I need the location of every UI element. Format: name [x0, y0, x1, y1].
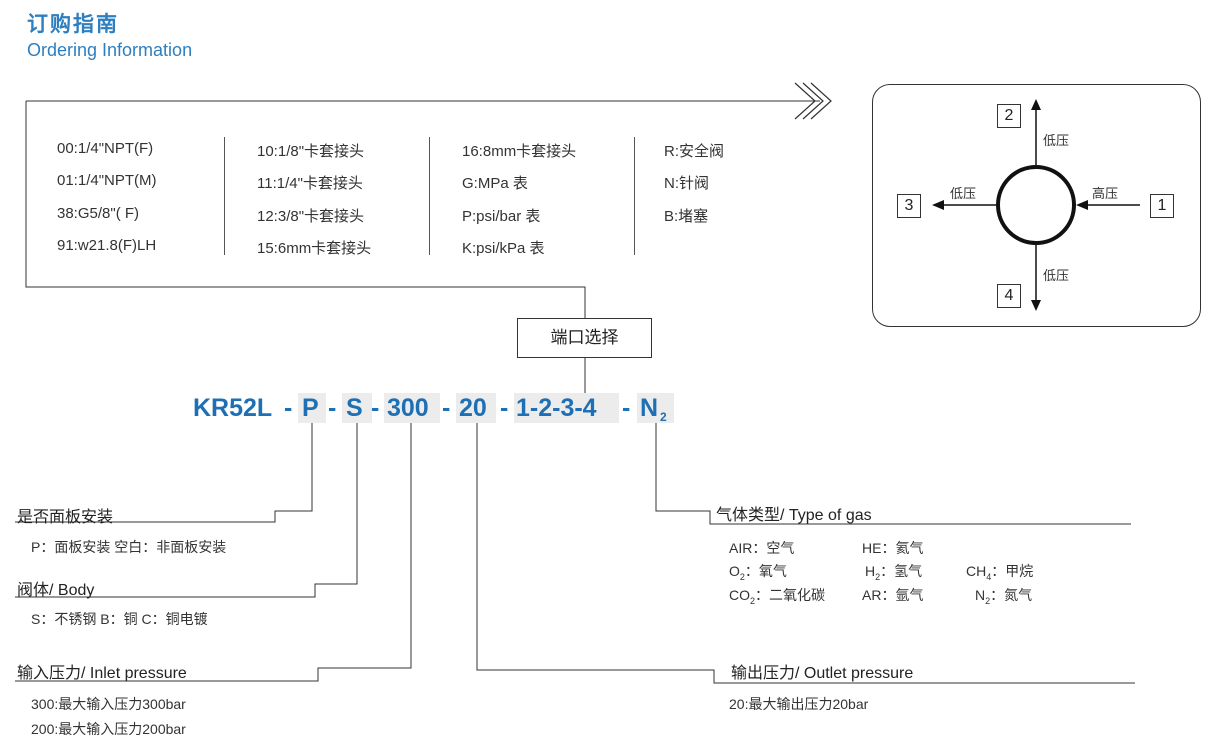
gas-air: AIR：空气: [729, 540, 795, 556]
arrow-chevron-icon: [794, 82, 832, 120]
gas-co2: CO2：二氧化碳: [729, 587, 826, 606]
low-pressure-label-bottom: 低压: [1043, 269, 1070, 284]
ports-diagram-graphic: [932, 99, 1140, 311]
code-dash: -: [371, 394, 380, 422]
option-item: 01:1/4"NPT(M): [57, 172, 157, 189]
code-dash: -: [500, 394, 509, 422]
code-ports: 1-2-3-4: [516, 394, 597, 422]
port-3-box: 3: [897, 194, 921, 218]
port-2-box: 2: [997, 104, 1021, 128]
gas-section-title: 气体类型/ Type of gas: [716, 507, 872, 524]
code-dash: -: [622, 394, 631, 422]
panel-section-title: 是否面板安装: [17, 509, 114, 526]
column-divider: [429, 137, 430, 255]
code-highlight: [637, 393, 674, 423]
inlet-section-text: 200:最大输入压力200bar: [31, 721, 186, 737]
arrow-up-icon: [1031, 99, 1041, 110]
code-inlet: 300: [387, 394, 429, 422]
code-highlight: [384, 393, 440, 423]
body-section-text: S：不锈钢 B：铜 C：铜电镀: [31, 611, 208, 627]
code-base: KR52L: [193, 394, 273, 422]
code-body: S: [346, 394, 363, 422]
gas-ar: AR：氩气: [862, 587, 924, 603]
code-dash: -: [284, 394, 293, 422]
page-title-en: Ordering Information: [27, 40, 193, 60]
option-item: 11:1/4"卡套接头: [257, 175, 363, 192]
option-item: 38:G5/8"( F): [57, 205, 140, 222]
option-item: 15:6mm卡套接头: [257, 240, 372, 257]
code-highlight: [298, 393, 326, 423]
code-dash: -: [328, 394, 337, 422]
gas-o2: O2：氧气: [729, 563, 787, 582]
code-dash: -: [442, 394, 451, 422]
column-divider: [634, 137, 635, 255]
arrow-down-icon: [1031, 300, 1041, 311]
arrow-left-icon: [932, 200, 944, 210]
option-item: K:psi/kPa 表: [462, 240, 545, 257]
outlet-section-text: 20:最大输出压力20bar: [729, 696, 869, 712]
port-selection-label: 端口选择: [517, 318, 652, 358]
option-item: P:psi/bar 表: [462, 208, 541, 225]
option-item: R:安全阀: [664, 143, 725, 160]
inlet-section-title: 输入压力/ Inlet pressure: [17, 665, 187, 682]
valve-body-circle: [996, 165, 1076, 245]
body-section-title: 阀体/ Body: [17, 582, 95, 599]
port-1-box: 1: [1150, 194, 1174, 218]
gas-he: HE：氦气: [862, 540, 924, 556]
option-item: 00:1/4"NPT(F): [57, 140, 154, 157]
page-title-cn: 订购指南: [27, 12, 119, 36]
port-4-box: 4: [997, 284, 1021, 308]
option-item: 91:w21.8(F)LH: [57, 237, 157, 254]
low-pressure-label-top: 低压: [1043, 134, 1070, 149]
high-pressure-label: 高压: [1092, 187, 1119, 202]
code-outlet: 20: [459, 394, 487, 422]
gas-ch4: CH4：甲烷: [966, 563, 1034, 582]
code-highlight: [514, 393, 619, 423]
arrow-inlet-icon: [1076, 200, 1088, 210]
inlet-section-text: 300:最大输入压力300bar: [31, 696, 186, 712]
code-gas: N: [640, 394, 659, 422]
gas-h2: H2：氢气: [865, 563, 923, 582]
gas-n2: N2：氮气: [975, 587, 1033, 606]
code-highlight: [342, 393, 372, 423]
option-item: 12:3/8"卡套接头: [257, 208, 365, 225]
column-divider: [224, 137, 225, 255]
option-item: G:MPa 表: [462, 175, 528, 192]
option-item: 16:8mm卡套接头: [462, 143, 577, 160]
code-gas-subscript: 2: [660, 410, 667, 424]
low-pressure-label-left: 低压: [950, 187, 977, 202]
option-item: N:针阀: [664, 175, 710, 192]
outlet-section-title: 输出压力/ Outlet pressure: [731, 665, 914, 682]
code-panel: P: [302, 394, 319, 422]
option-item: 10:1/8"卡套接头: [257, 143, 365, 160]
code-highlight: [456, 393, 496, 423]
option-item: B:堵塞: [664, 208, 709, 225]
panel-section-text: P：面板安装 空白：非面板安装: [31, 539, 227, 555]
